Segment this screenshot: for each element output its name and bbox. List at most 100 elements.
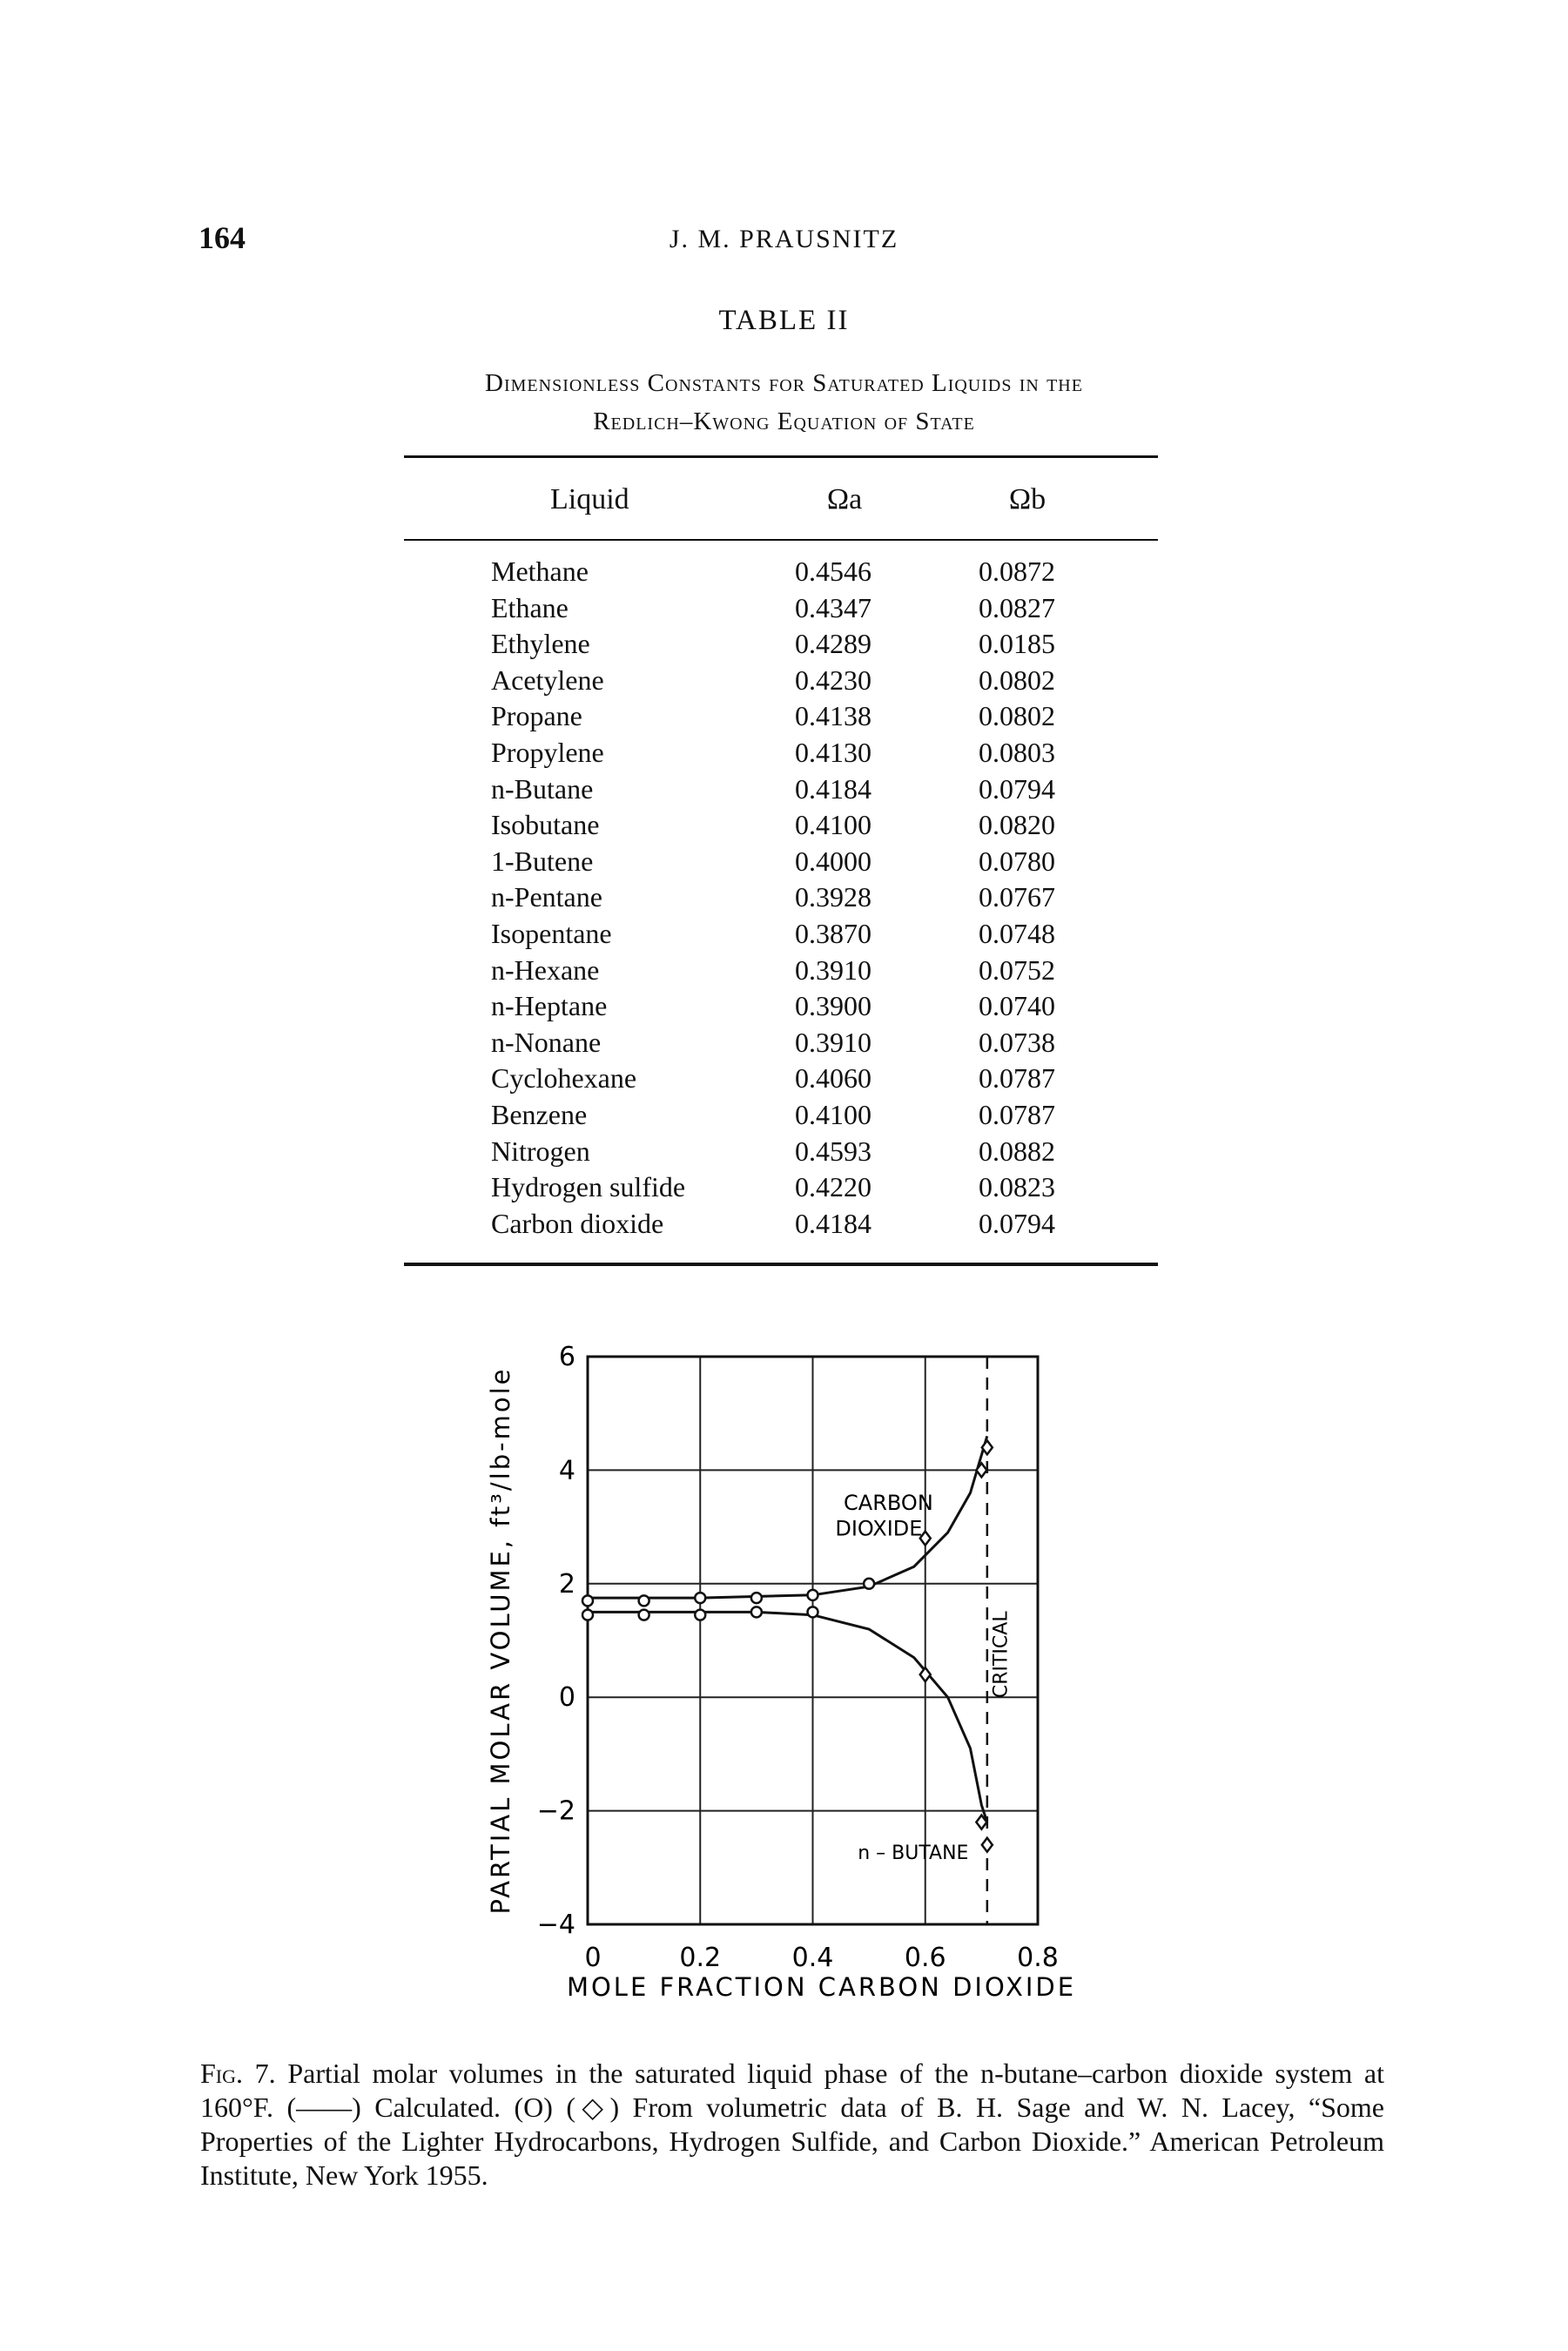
cell-liquid: n-Hexane [491, 953, 600, 986]
cell-omega-b: 0.0823 [979, 1171, 1055, 1203]
table-bottom-rule [404, 1263, 1158, 1266]
cell-omega-b: 0.0740 [979, 990, 1055, 1022]
cell-liquid: n-Pentane [491, 881, 602, 913]
cell-omega-b: 0.0820 [979, 809, 1055, 841]
cell-omega-b: 0.0780 [979, 845, 1055, 877]
figure-caption-text: Partial molar volumes in the saturated l… [200, 2058, 1385, 2191]
cell-liquid: Ethylene [491, 628, 590, 660]
cell-omega-a: 0.3900 [795, 990, 871, 1022]
cell-omega-b: 0.0882 [979, 1135, 1055, 1167]
cell-omega-b: 0.0794 [979, 772, 1055, 805]
cell-liquid: n-Nonane [491, 1026, 602, 1058]
cell-omega-b: 0.0185 [979, 628, 1055, 660]
cell-omega-a: 0.4593 [795, 1135, 871, 1167]
table-row: n-Heptane 0.3900 0.0740 [491, 988, 1100, 1025]
cell-omega-b: 0.0802 [979, 664, 1055, 696]
data-point-diamond [919, 1666, 932, 1684]
cell-liquid: Nitrogen [491, 1135, 590, 1167]
y-tick-label: 0 [559, 1682, 575, 1713]
cell-omega-b: 0.0794 [979, 1207, 1055, 1239]
cell-liquid: Acetylene [491, 664, 604, 696]
x-axis-label: MOLE FRACTION CARBON DIOXIDE [567, 1972, 1076, 2002]
cell-liquid: n-Heptane [491, 990, 608, 1022]
table-caption-line2: Redlich–Kwong Equation of State [593, 408, 975, 435]
y-tick-label: −4 [537, 1910, 575, 1940]
cell-omega-a: 0.4289 [795, 628, 871, 660]
x-tick-label: 0.8 [1017, 1943, 1059, 1973]
data-point-circle [806, 1606, 819, 1619]
cell-liquid: Isobutane [491, 809, 600, 841]
cell-omega-b: 0.0827 [979, 591, 1055, 623]
table-row: Isobutane 0.4100 0.0820 [491, 807, 1100, 844]
table-top-rule [404, 455, 1158, 458]
cell-omega-b: 0.0872 [979, 556, 1055, 587]
cell-omega-a: 0.4100 [795, 1098, 871, 1130]
table-row: Isopentane 0.3870 0.0748 [491, 916, 1100, 953]
cell-liquid: 1-Butene [491, 845, 594, 877]
x-tick-label: 0.6 [905, 1943, 946, 1973]
cell-omega-a: 0.4130 [795, 736, 871, 768]
figure-caption: Fig. 7. Partial molar volumes in the sat… [200, 2057, 1384, 2193]
cell-omega-a: 0.3870 [795, 917, 871, 949]
cell-omega-b: 0.0803 [979, 736, 1055, 768]
cell-liquid: Propane [491, 700, 582, 732]
table-row: Acetylene 0.4230 0.0802 [491, 663, 1100, 699]
cell-omega-a: 0.4184 [795, 772, 871, 805]
cell-omega-a: 0.4220 [795, 1171, 871, 1203]
y-axis-label: PARTIAL MOLAR VOLUME, ft³/lb-mole [486, 1366, 515, 1914]
cell-omega-a: 0.4230 [795, 664, 871, 696]
cell-omega-b: 0.0787 [979, 1062, 1055, 1095]
table-row: n-Nonane 0.3910 0.0738 [491, 1025, 1100, 1061]
table-row: Propylene 0.4130 0.0803 [491, 735, 1100, 771]
plot-frame [586, 1355, 1040, 1926]
series-line [588, 1610, 989, 1823]
data-point-circle [806, 1588, 819, 1602]
data-point-circle [581, 1594, 595, 1607]
table-row: Nitrogen 0.4593 0.0882 [491, 1134, 1100, 1170]
cell-liquid: Cyclohexane [491, 1062, 637, 1095]
cell-omega-a: 0.3910 [795, 953, 871, 986]
data-point-circle [694, 1591, 707, 1605]
data-point-circle [750, 1591, 764, 1605]
x-tick-label: 0 [584, 1943, 601, 1973]
y-tick-label: 6 [559, 1342, 575, 1372]
annotation-carbon: CARBON [844, 1491, 933, 1515]
cell-omega-a: 0.3910 [795, 1026, 871, 1058]
cell-omega-a: 0.4100 [795, 809, 871, 841]
data-point-circle [862, 1577, 876, 1591]
cell-omega-b: 0.0748 [979, 917, 1055, 949]
cell-omega-b: 0.0767 [979, 881, 1055, 913]
data-point-circle [750, 1606, 764, 1619]
y-tick-label: 4 [559, 1455, 575, 1485]
data-point-diamond [980, 1438, 994, 1457]
page-number: 164 [199, 220, 246, 255]
cell-omega-a: 0.4000 [795, 845, 871, 877]
y-tick-label: −2 [537, 1796, 575, 1827]
data-point-circle [581, 1608, 595, 1621]
cell-liquid: Isopentane [491, 917, 612, 949]
cell-liquid: Propylene [491, 736, 604, 768]
annotation-n-butane: n – BUTANE [858, 1842, 968, 1864]
cell-liquid: Methane [491, 556, 589, 587]
table-caption-line1: Dimensionless Constants for Saturated Li… [485, 369, 1083, 397]
cell-omega-a: 0.4184 [795, 1207, 871, 1239]
figure-label: Fig. 7. [200, 2058, 276, 2089]
cell-liquid: Ethane [491, 591, 569, 623]
data-point-diamond [974, 1461, 988, 1479]
table-row: 1-Butene 0.4000 0.0780 [491, 844, 1100, 880]
data-point-diamond [980, 1836, 994, 1854]
annotation-dioxide: DIOXIDE [835, 1516, 922, 1540]
column-header-liquid: Liquid [550, 483, 629, 515]
cell-omega-b: 0.0738 [979, 1026, 1055, 1058]
